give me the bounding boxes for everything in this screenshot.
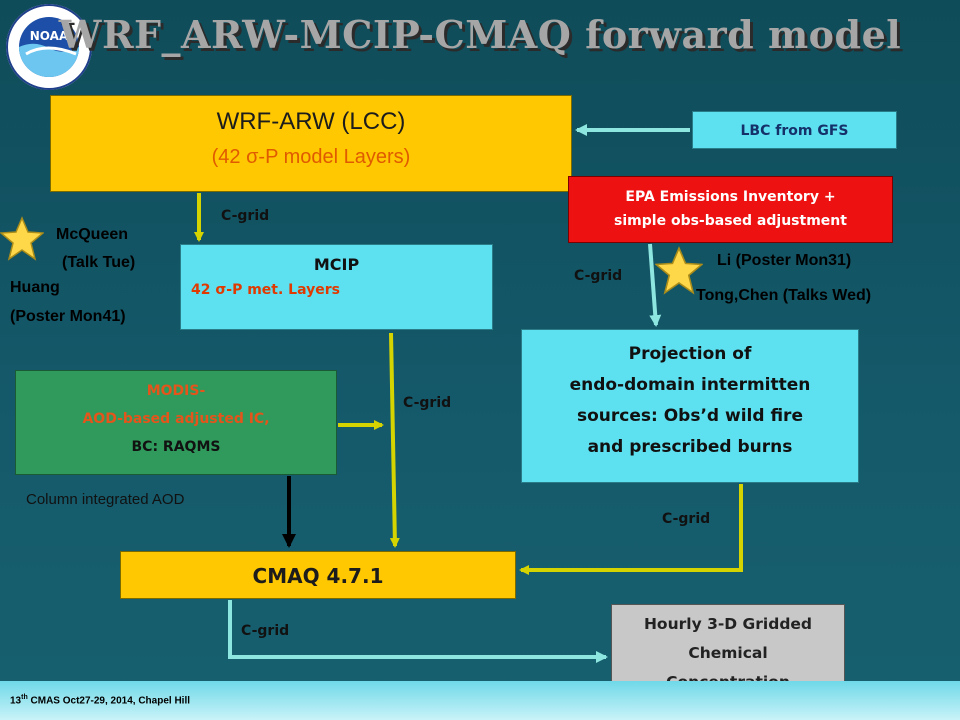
- projection-line-2: endo-domain intermitten: [569, 375, 811, 395]
- projection-line-4: and prescribed burns: [587, 437, 793, 457]
- hourly-line-2: Chemical: [688, 644, 768, 662]
- presenter-huang: Huang: [10, 279, 60, 296]
- presenter-li: Li (Poster Mon31): [717, 252, 852, 269]
- epa-emissions-box: EPA Emissions Inventory + simple obs-bas…: [568, 176, 893, 243]
- modis-line-2: AOD-based adjusted IC,: [82, 411, 270, 427]
- cgrid-label-projection-cmaq: C-grid: [662, 511, 711, 527]
- cgrid-label-wrf-mcip: C-grid: [221, 208, 270, 224]
- presenter-mcqueen: McQueen: [56, 226, 129, 243]
- arrow-mcip-to-cmaq: [389, 332, 400, 548]
- star-icon: [0, 216, 44, 261]
- cgrid-label-cmaq-hourly: C-grid: [241, 623, 290, 639]
- projection-box: Projection of endo-domain intermitten so…: [521, 329, 859, 483]
- modis-line-1: MODIS-: [146, 383, 206, 399]
- lbc-from-gfs-box: LBC from GFS: [692, 111, 897, 149]
- star-icon: [655, 246, 703, 295]
- presenter-tong-chen: Tong,Chen (Talks Wed): [696, 287, 872, 304]
- mcip-layers: 42 σ-P met. Layers: [191, 282, 340, 298]
- cmaq-box: CMAQ 4.7.1: [120, 551, 516, 599]
- arrow-epa-to-projection: [648, 243, 662, 327]
- arrow-projection-to-cmaq: [519, 484, 743, 575]
- wrf-arw-title: WRF-ARW (LCC): [216, 108, 406, 135]
- mcip-title: MCIP: [313, 255, 360, 274]
- wrf-arw-box: WRF-ARW (LCC) (42 σ-P model Layers): [50, 95, 572, 192]
- mcip-box: MCIP 42 σ-P met. Layers: [180, 244, 493, 330]
- footer-sup: th: [21, 694, 28, 701]
- cgrid-label-mcip-cmaq: C-grid: [403, 395, 452, 411]
- column-aod-label: Column integrated AOD: [26, 491, 185, 508]
- noaa-logo-text: NOAA: [30, 29, 69, 43]
- hourly-line-1: Hourly 3-D Gridded: [643, 615, 813, 633]
- arrow-cmaq-to-hourly: [228, 600, 608, 663]
- footer-rest: CMAS Oct27-29, 2014, Chapel Hill: [27, 695, 191, 707]
- modis-box: MODIS- AOD-based adjusted IC, BC: RAQMS: [15, 370, 337, 475]
- noaa-logo-icon: NOAA: [6, 4, 92, 90]
- projection-line-3: sources: Obs’d wild fire: [577, 406, 803, 426]
- projection-line-1: Projection of: [628, 344, 752, 364]
- epa-line-1: EPA Emissions Inventory +: [625, 189, 836, 205]
- presenter-mcqueen-talk: (Talk Tue): [62, 254, 136, 271]
- wrf-arw-layers: (42 σ-P model Layers): [211, 146, 411, 168]
- modis-line-3: BC: RAQMS: [131, 439, 221, 455]
- cgrid-label-epa: C-grid: [574, 268, 623, 284]
- epa-line-2: simple obs-based adjustment: [614, 213, 847, 229]
- footer-bar: [0, 681, 960, 720]
- footer-prefix: 13: [10, 695, 22, 707]
- presenter-huang-poster: (Poster Mon41): [10, 308, 126, 325]
- page-title: WRF_ARW-MCIP-CMAQ forward model: [58, 12, 902, 57]
- footer-text: 13th CMAS Oct27-29, 2014, Chapel Hill: [10, 694, 190, 706]
